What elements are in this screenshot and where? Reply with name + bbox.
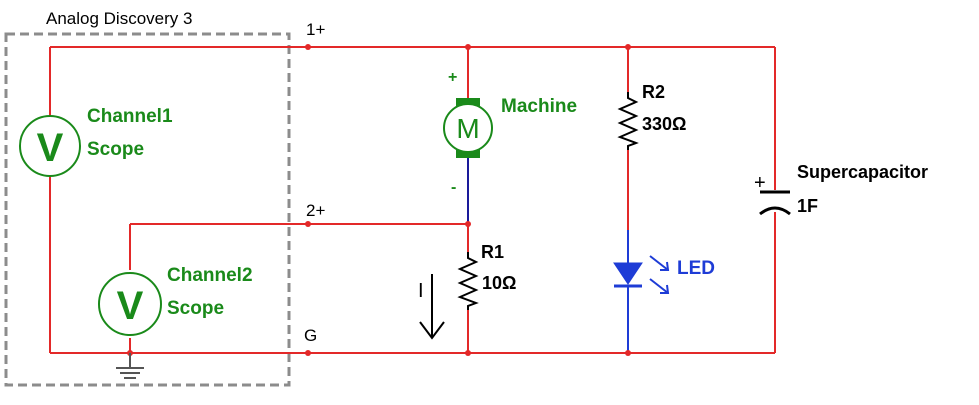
channel1-meter-symbol: V	[37, 126, 64, 170]
node2-label: 2+	[306, 201, 325, 220]
led-triangle	[613, 262, 643, 285]
channel2-meter-symbol: V	[117, 284, 144, 328]
led-label: LED	[677, 258, 715, 279]
junction-machine-top	[465, 44, 471, 50]
junction-r1-bottom	[465, 350, 471, 356]
junction-ground-g	[305, 350, 311, 356]
junction-r2-top	[625, 44, 631, 50]
machine-plus-label: +	[448, 69, 457, 86]
channel1-label: Channel1	[87, 106, 173, 127]
machine-motor: M	[443, 98, 493, 158]
junction-r1-top	[465, 221, 471, 227]
junction-node2	[305, 221, 311, 227]
node1-label: 1+	[306, 20, 325, 39]
led-light-arrows-icon	[649, 255, 670, 294]
r1-name: R1	[481, 242, 504, 262]
channel2-voltmeter: V	[98, 272, 162, 336]
supercap-plus-label: +	[754, 172, 766, 194]
junction-led-bottom	[625, 350, 631, 356]
r2-value: 330Ω	[642, 114, 686, 134]
supercap-plate-bottom	[759, 206, 791, 216]
channel2-sublabel: Scope	[167, 298, 224, 319]
junction-node1-left	[305, 44, 311, 50]
motor-top-brush	[456, 98, 480, 106]
r2-resistor	[617, 92, 639, 150]
analog-discovery-box	[4, 32, 291, 387]
motor-circle	[443, 103, 493, 153]
motor-bottom-brush	[456, 150, 480, 158]
r2-name: R2	[642, 82, 665, 102]
device-label: Analog Discovery 3	[46, 9, 192, 28]
current-label: I	[418, 280, 424, 302]
ground-node-label: G	[304, 326, 317, 345]
supercap-name: Supercapacitor	[797, 162, 928, 182]
ground-symbol	[116, 353, 144, 379]
wires	[49, 46, 776, 354]
machine-minus-label: -	[451, 179, 456, 196]
led-diode	[613, 230, 670, 294]
machine-label: Machine	[501, 96, 577, 117]
r1-resistor	[457, 252, 479, 310]
channel1-meter-circle	[19, 115, 81, 177]
supercapacitor	[759, 190, 791, 216]
current-arrow-icon	[419, 274, 445, 340]
channel2-meter-circle	[98, 272, 162, 336]
channel2-label: Channel2	[167, 265, 253, 286]
r1-value: 10Ω	[482, 273, 516, 293]
channel1-sublabel: Scope	[87, 139, 144, 160]
channel1-voltmeter: V	[19, 115, 81, 177]
supercap-value: 1F	[797, 196, 818, 216]
motor-symbol: M	[456, 113, 479, 144]
